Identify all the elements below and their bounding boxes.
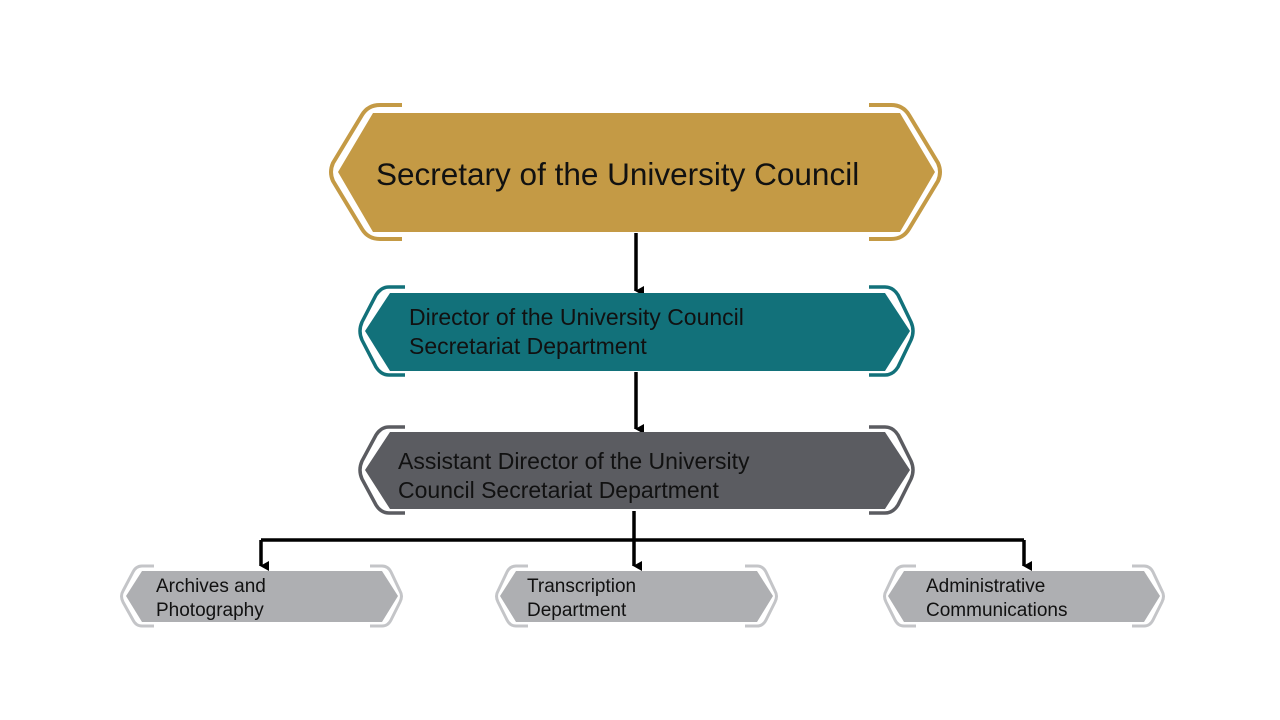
- secretary-box-bracket-left: [329, 103, 402, 241]
- director-box-label-line-2: Secretariat Department: [409, 333, 647, 359]
- director-box-shape: [365, 293, 910, 371]
- transcription-department-box: Transcription Department: [495, 564, 778, 628]
- transcription-department-label-line-1: Transcription: [527, 576, 636, 597]
- administrative-communications-box: Administrative Communications: [883, 564, 1165, 628]
- assistant-director-box-label-line-1: Assistant Director of the University: [398, 448, 750, 474]
- transcription-department-box-bracket-left: [495, 564, 528, 628]
- secretary-box: Secretary of the University Council: [329, 103, 942, 241]
- transcription-department-label-line-2: Department: [527, 600, 627, 621]
- director-box-bracket-left: [358, 285, 405, 377]
- administrative-communications-box-bracket-right: [1132, 564, 1165, 628]
- administrative-communications-box-bracket-left: [883, 564, 916, 628]
- archives-photography-box-bracket-left: [120, 564, 154, 628]
- director-box-bracket-right: [869, 285, 915, 377]
- assistant-director-box-bracket-left: [358, 425, 405, 515]
- connectors: [259, 233, 1032, 571]
- secretary-box-bracket-right: [869, 103, 942, 241]
- director-box-label-line-1: Director of the University Council: [409, 304, 744, 330]
- archives-photography-label-line-2: Photography: [156, 600, 264, 621]
- transcription-department-box-shape: [500, 571, 773, 622]
- administrative-communications-label-line-2: Communications: [926, 600, 1068, 621]
- assistant-director-box-shape: [365, 432, 910, 509]
- transcription-department-box-bracket-right: [745, 564, 778, 628]
- archives-photography-box-bracket-right: [370, 564, 403, 628]
- administrative-communications-label-line-1: Administrative: [926, 576, 1045, 597]
- secretary-box-label: Secretary of the University Council: [376, 156, 859, 192]
- archives-photography-label-line-1: Archives and: [156, 576, 266, 597]
- archives-photography-box-shape: [126, 571, 398, 622]
- assistant-director-box-bracket-right: [869, 425, 915, 515]
- administrative-communications-box-shape: [888, 571, 1160, 622]
- assistant-director-box-label-line-2: Council Secretariat Department: [398, 477, 719, 503]
- secretary-box-shape: [338, 113, 935, 232]
- assistant-director-box: Assistant Director of the University Cou…: [358, 425, 915, 515]
- director-box: Director of the University Council Secre…: [358, 285, 915, 377]
- archives-photography-box: Archives and Photography: [120, 564, 403, 628]
